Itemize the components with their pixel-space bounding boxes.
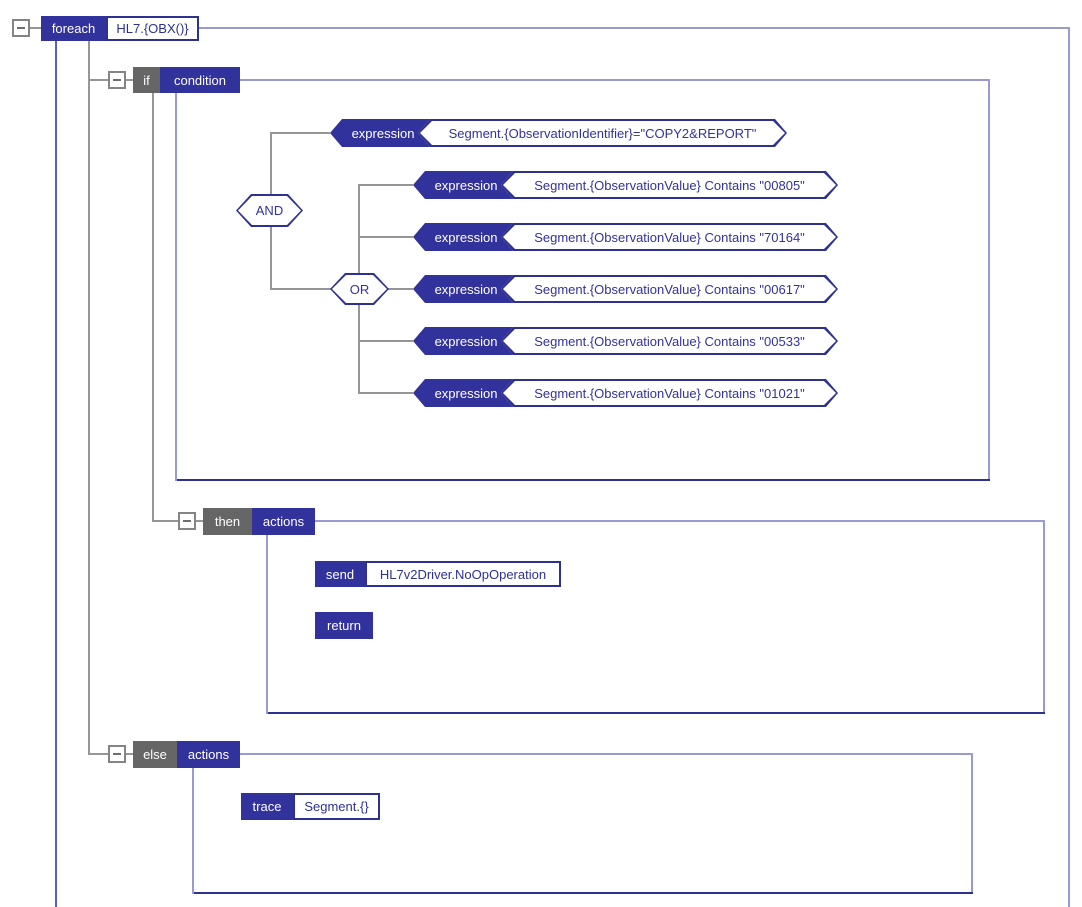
or-expression-value-field[interactable]: Segment.{ObservationValue} Contains "701… xyxy=(501,223,838,251)
or-expression-node[interactable]: expression xyxy=(413,171,513,199)
return-action-node[interactable]: return xyxy=(315,612,373,639)
or-expression-node[interactable]: expression xyxy=(413,223,513,251)
connector-or-expression-3 xyxy=(386,288,413,290)
connector-or-expression-1 xyxy=(358,184,413,186)
minus-icon xyxy=(183,520,191,522)
expression-value: Segment.{ObservationValue} Contains "008… xyxy=(534,177,805,193)
condition-frame-right xyxy=(988,79,990,481)
else-frame-bottom xyxy=(192,892,973,894)
expression-value: Segment.{ObservationValue} Contains "701… xyxy=(534,229,805,245)
send-action-node[interactable]: send xyxy=(315,561,365,587)
else-keyword-node[interactable]: else xyxy=(133,741,177,768)
root-expression-label: expression xyxy=(351,125,415,141)
minus-icon xyxy=(113,79,121,81)
connector-trunk-else-minus xyxy=(88,753,108,755)
or-expression-value-field[interactable]: Segment.{ObservationValue} Contains "010… xyxy=(501,379,838,407)
trace-action-node[interactable]: trace xyxy=(241,793,293,820)
condition-frame-left xyxy=(175,93,177,481)
condition-frame-bottom xyxy=(175,479,990,481)
or-expression-value-field[interactable]: Segment.{ObservationValue} Contains "005… xyxy=(501,327,838,355)
foreach-frame-left xyxy=(55,41,57,907)
then-collapse-button[interactable] xyxy=(178,512,196,530)
connector-and-or xyxy=(270,288,332,290)
connector-minus-else xyxy=(126,753,134,755)
minus-icon xyxy=(17,27,25,29)
or-operator-node[interactable]: OR xyxy=(330,273,389,305)
if-child-trunk xyxy=(152,93,154,522)
else-collapse-button[interactable] xyxy=(108,745,126,763)
else-actions-label: actions xyxy=(187,747,230,762)
connector-or-expression-5 xyxy=(358,392,413,394)
connector-trunk-if-minus xyxy=(88,79,108,81)
trace-value: Segment.{} xyxy=(304,799,369,814)
root-expression-node[interactable]: expression xyxy=(330,119,430,147)
expression-label: expression xyxy=(434,177,498,193)
else-actions-node[interactable]: actions xyxy=(177,741,240,768)
send-label: send xyxy=(325,566,355,582)
trace-value-field[interactable]: Segment.{} xyxy=(293,793,380,820)
then-keyword: then xyxy=(214,514,241,529)
expression-label: expression xyxy=(434,229,498,245)
or-expression-node[interactable]: expression xyxy=(413,275,513,303)
connector-minus-then xyxy=(196,520,204,522)
if-collapse-button[interactable] xyxy=(108,71,126,89)
or-expression-node[interactable]: expression xyxy=(413,379,513,407)
else-frame-top xyxy=(238,753,973,755)
send-target-field[interactable]: HL7v2Driver.NoOpOperation xyxy=(365,561,561,587)
else-frame-right xyxy=(971,753,973,894)
then-actions-node[interactable]: actions xyxy=(252,508,315,535)
expression-value: Segment.{ObservationValue} Contains "010… xyxy=(534,385,805,401)
then-actions-label: actions xyxy=(262,514,305,529)
then-frame-bottom xyxy=(266,712,1045,714)
root-expression-value-field[interactable]: Segment.{ObservationIdentifier}="COPY2&R… xyxy=(418,119,787,147)
then-keyword-node[interactable]: then xyxy=(203,508,252,535)
if-condition-node[interactable]: condition xyxy=(160,67,240,93)
connector-or-expression-4 xyxy=(358,340,413,342)
expression-label: expression xyxy=(434,333,498,349)
return-label: return xyxy=(327,618,361,633)
if-keyword: if xyxy=(143,72,150,88)
or-expression-value-field[interactable]: Segment.{ObservationValue} Contains "006… xyxy=(501,275,838,303)
foreach-label: foreach xyxy=(51,21,96,36)
connector-and-root-expression xyxy=(270,132,330,134)
and-operator-node[interactable]: AND xyxy=(236,194,303,227)
send-target-value: HL7v2Driver.NoOpOperation xyxy=(379,566,547,582)
else-keyword: else xyxy=(143,747,167,762)
expression-label: expression xyxy=(434,385,498,401)
foreach-frame-top xyxy=(197,27,1070,29)
connector-minus-if xyxy=(126,79,134,81)
or-operator-label: OR xyxy=(349,281,370,297)
foreach-child-trunk xyxy=(88,41,90,754)
connector-trunk-then-minus xyxy=(152,520,178,522)
connector-or-expression-2 xyxy=(358,236,413,238)
foreach-value: HL7.{OBX()} xyxy=(116,21,189,36)
expression-value: Segment.{ObservationValue} Contains "006… xyxy=(534,281,805,297)
trace-label: trace xyxy=(252,799,282,814)
or-expression-value-field[interactable]: Segment.{ObservationValue} Contains "008… xyxy=(501,171,838,199)
or-expression-node[interactable]: expression xyxy=(413,327,513,355)
foreach-value-field[interactable]: HL7.{OBX()} xyxy=(106,16,199,41)
then-frame-top xyxy=(313,520,1045,522)
root-expression-value: Segment.{ObservationIdentifier}="COPY2&R… xyxy=(448,125,757,141)
condition-frame-top xyxy=(238,79,990,81)
foreach-node[interactable]: foreach xyxy=(41,16,106,41)
expression-value: Segment.{ObservationValue} Contains "005… xyxy=(534,333,805,349)
foreach-collapse-button[interactable] xyxy=(12,19,30,37)
then-frame-left xyxy=(266,534,268,714)
if-keyword-node[interactable]: if xyxy=(133,67,160,93)
foreach-frame-right xyxy=(1068,27,1070,907)
and-operator-label: AND xyxy=(255,203,284,218)
connector-minus-foreach xyxy=(30,27,41,29)
minus-icon xyxy=(113,753,121,755)
expression-label: expression xyxy=(434,281,498,297)
if-condition-label: condition xyxy=(173,72,227,88)
else-frame-left xyxy=(192,767,194,894)
then-frame-right xyxy=(1043,520,1045,714)
